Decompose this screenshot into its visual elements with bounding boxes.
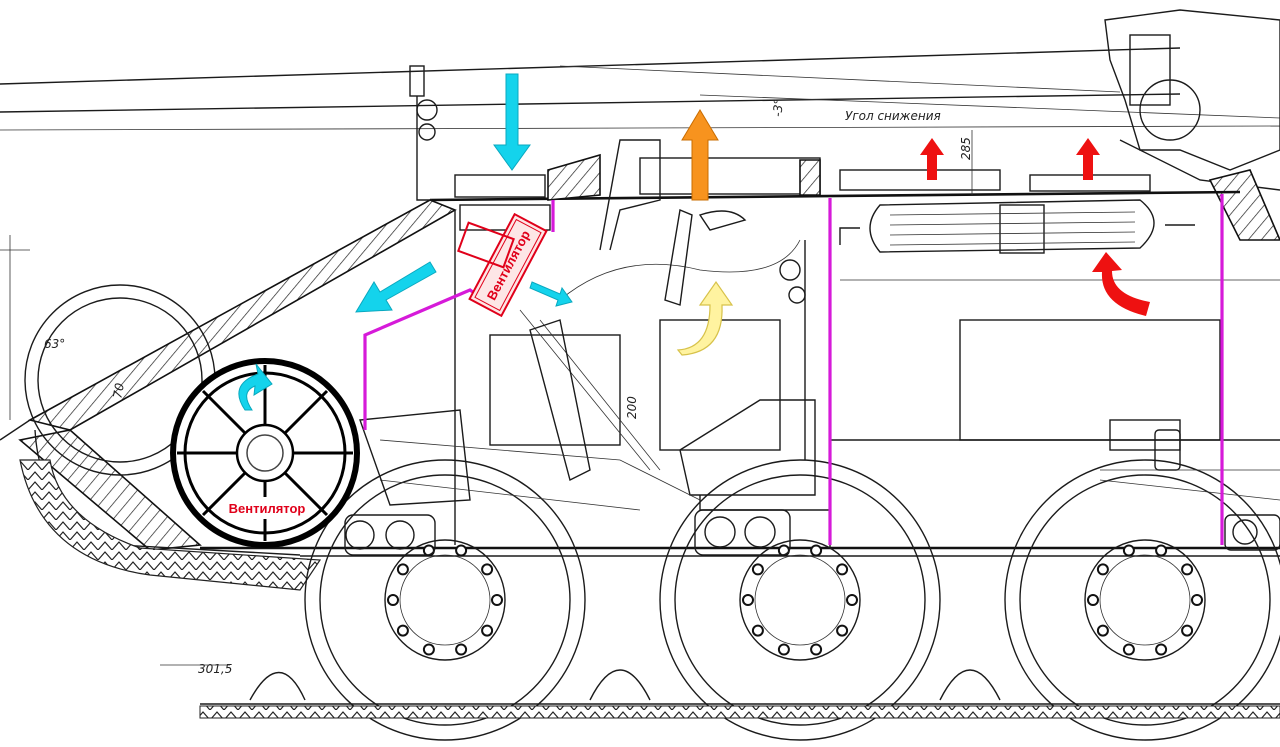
wheel-bolt xyxy=(1096,624,1109,637)
air-cylinder xyxy=(839,199,1195,254)
hull-roof xyxy=(429,153,1241,202)
wheel-bolt xyxy=(1155,643,1168,656)
arrow-down-icon xyxy=(355,261,437,313)
wheel-bolt xyxy=(396,563,409,576)
wheel-bolt xyxy=(742,594,754,606)
wheel-bolt xyxy=(1191,594,1203,606)
arrow-up-icon xyxy=(920,138,944,180)
gun-barrel xyxy=(0,47,1280,131)
wheel-bolt xyxy=(1181,624,1194,637)
road-wheel-2 xyxy=(659,459,941,741)
angle-label: -3° xyxy=(770,98,786,117)
wheel-bolt xyxy=(1087,594,1099,606)
wheel-bolt xyxy=(810,643,823,656)
dim-200: 200 xyxy=(625,396,639,419)
road-wheel-3 xyxy=(1004,459,1280,741)
travel-lock xyxy=(409,65,438,201)
arrow-up-icon xyxy=(1076,138,1100,180)
wheel-bolt xyxy=(777,643,790,656)
curved-arrow-icon xyxy=(238,363,273,411)
arrow-down-icon xyxy=(493,73,531,171)
wheel-bolt xyxy=(1181,563,1194,576)
depression-angle-label: Угол снижения xyxy=(845,109,941,123)
arrow-down-icon xyxy=(529,281,573,307)
cold-air-arrows xyxy=(355,73,573,313)
wheel-bolt xyxy=(836,624,849,637)
transmission-area xyxy=(1099,419,1280,501)
wheel-bolt xyxy=(810,544,823,557)
wheel-bolt xyxy=(455,544,468,557)
wheel-bolt xyxy=(387,594,399,606)
dim-70: 70 xyxy=(110,382,127,400)
dim-63: 63° xyxy=(44,337,65,351)
road-wheels xyxy=(304,459,1280,741)
curved-arrow-icon xyxy=(676,280,734,356)
exhaust-arrows xyxy=(920,138,1150,316)
wheel-bolt xyxy=(751,563,764,576)
wheel-bolt xyxy=(481,563,494,576)
wheel-bolt xyxy=(422,643,435,656)
fan-label: Вентилятор xyxy=(229,501,306,516)
curved-arrow-icon xyxy=(1092,252,1150,316)
wheel-bolt xyxy=(1122,544,1135,557)
wheel-bolt xyxy=(422,544,435,557)
track xyxy=(199,669,1280,719)
dim-285: 285 xyxy=(959,137,973,160)
wheel-bolt xyxy=(1096,563,1109,576)
wheel-bolt xyxy=(396,624,409,637)
wheel-bolt xyxy=(777,544,790,557)
driver-compartment xyxy=(359,139,830,545)
wheel-bolt xyxy=(1155,544,1168,557)
suspension-units xyxy=(344,509,1280,556)
dimensions: Угол снижения -3° 285 301,5 63° 70 200 xyxy=(0,98,973,676)
dim-301-5: 301,5 xyxy=(198,662,232,676)
wheel-bolt xyxy=(455,643,468,656)
fan-housing-outline xyxy=(457,221,515,269)
wheel-bolt xyxy=(491,594,503,606)
wheel-bolt xyxy=(836,563,849,576)
road-wheel-1 xyxy=(304,459,586,741)
wheel-bolt xyxy=(1122,643,1135,656)
wheel-bolt xyxy=(751,624,764,637)
arrow-up-icon xyxy=(681,109,719,201)
turret-mantlet xyxy=(1104,9,1280,241)
wheel-bolts xyxy=(387,544,1203,656)
main-fan: Вентилятор xyxy=(170,358,360,548)
bulkhead-lines xyxy=(363,194,1224,545)
wheel-bolt xyxy=(481,624,494,637)
idler-wheel xyxy=(19,284,322,591)
wheel-bolt xyxy=(846,594,858,606)
